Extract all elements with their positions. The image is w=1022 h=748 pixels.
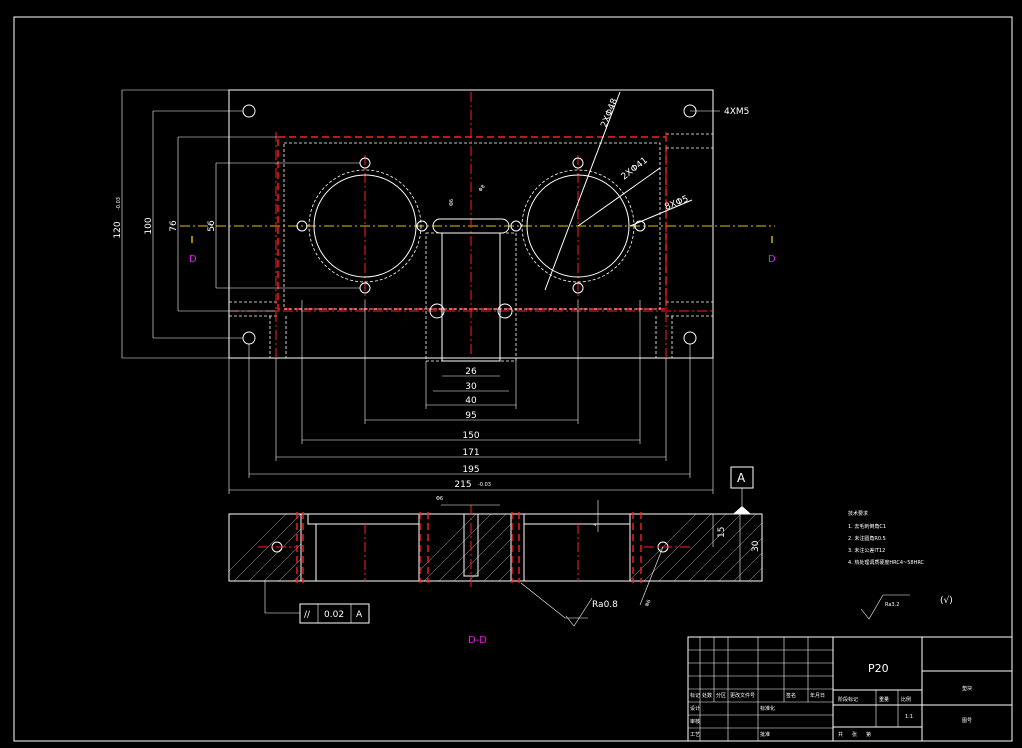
section-mark-right: D <box>768 254 776 265</box>
roughness-ra08: Ra0.8 <box>592 600 618 610</box>
drawing-number: 图号 <box>962 718 972 724</box>
hole <box>510 220 522 232</box>
tb-label-approve: 批准 <box>760 731 770 738</box>
callout-8x-phi5: 8XΦ5 <box>663 194 690 213</box>
tolerance-symbol: // <box>304 610 311 620</box>
dim-95: 95 <box>465 411 476 421</box>
tb-label-mark: 标记 <box>690 692 700 699</box>
tb-label-process: 工艺 <box>690 732 700 738</box>
tech-note-4: 4. 热处理调质硬度HRC4~58HRC <box>848 559 925 566</box>
sheet-border <box>13 16 1013 742</box>
plan-view <box>180 89 775 362</box>
roughness-general: Ra3.2 <box>885 602 899 608</box>
tb-label-change-doc: 更改文件号 <box>730 692 755 699</box>
tb-label-nth: 第 <box>866 731 871 738</box>
tech-note-1: 1. 去毛刺倒角C1 <box>848 523 886 530</box>
callout-2x-phi48: 2XΦ48 <box>600 97 621 129</box>
tech-notes: 技术要求 1. 去毛刺倒角C1 2. 未注圆角R0.5 3. 未注公差IT12 … <box>848 510 953 620</box>
hole <box>416 220 428 232</box>
tech-notes-title: 技术要求 <box>848 510 868 517</box>
dim-195: 195 <box>462 465 479 475</box>
tb-label-weight: 重量 <box>879 696 889 703</box>
dim-215: 215 <box>454 480 471 490</box>
tb-label-review: 审核 <box>690 718 700 725</box>
tb-label-sign: 签名 <box>786 692 796 699</box>
tolerance-frame <box>299 603 370 624</box>
bore-right <box>526 174 630 278</box>
section-mark-left: D <box>189 254 197 265</box>
tb-label-zone: 分区 <box>716 692 726 699</box>
section-dim-30: 30 <box>751 540 761 552</box>
tb-label-total: 共 <box>838 731 843 738</box>
section-dim-15: 15 <box>717 527 727 538</box>
section-label: D-D <box>468 635 487 646</box>
dim-120-tol: -0.03 <box>116 197 122 210</box>
dim-215-tol: -0.03 <box>478 482 491 488</box>
callout-phi8: Φ8 <box>478 184 487 193</box>
callout-4xm5: 4XM5 <box>724 107 749 117</box>
tb-label-count: 处数 <box>702 692 712 699</box>
callout-phi6: Φ6 <box>449 199 455 206</box>
datum-label: A <box>737 471 746 485</box>
section-view: Φ6 4 15 30 Φ6 A // 0.02 A Ra0.8 D-D <box>228 466 763 646</box>
tech-note-3: 3. 未注公差IT12 <box>848 547 885 554</box>
tapped-hole <box>683 331 697 345</box>
dim-120: 120 <box>113 221 123 238</box>
section-dim-phi6: Φ6 <box>436 496 443 502</box>
dim-100: 100 <box>144 217 154 234</box>
dimensions: 26 30 40 95 150 171 195 215 -0.03 120 -0… <box>113 89 776 494</box>
section-dim-phi6-b: Φ6 <box>644 599 652 608</box>
scale-value: 1:1 <box>905 714 913 720</box>
bore-left <box>313 174 417 278</box>
dim-26: 26 <box>465 367 477 377</box>
dim-40: 40 <box>465 396 477 406</box>
tb-label-date: 年月日 <box>810 692 825 699</box>
tapped-hole <box>242 104 256 118</box>
dim-56: 56 <box>207 220 217 232</box>
dim-30: 30 <box>465 382 477 392</box>
tapped-hole <box>242 331 256 345</box>
dim-150: 150 <box>462 431 479 441</box>
dim-171: 171 <box>462 448 479 458</box>
drawing-title: 垫块 <box>962 685 972 692</box>
tb-label-standard: 标准化 <box>760 705 775 712</box>
tech-note-2: 2. 未注圆角R0.5 <box>848 535 886 542</box>
tb-label-stage: 阶段标记 <box>838 696 858 703</box>
tolerance-value: 0.02 <box>324 610 344 620</box>
dim-76: 76 <box>169 220 179 232</box>
section-dim-4: 4 <box>593 523 599 526</box>
tolerance-datum: A <box>356 610 363 620</box>
hole <box>572 282 584 294</box>
hole <box>634 220 646 232</box>
roughness-rest: (√) <box>940 595 953 606</box>
tb-label-design: 设计 <box>690 705 700 712</box>
tb-label-sheet: 张 <box>852 731 857 738</box>
hole <box>296 220 308 232</box>
title-block: P20 1:1 垫块 图号 标记 处数 分区 更改文件号 签名 年月日 设计 标… <box>687 636 1013 742</box>
hole <box>572 157 584 169</box>
tb-label-scale: 比例 <box>901 696 911 703</box>
part-name: P20 <box>868 662 889 675</box>
